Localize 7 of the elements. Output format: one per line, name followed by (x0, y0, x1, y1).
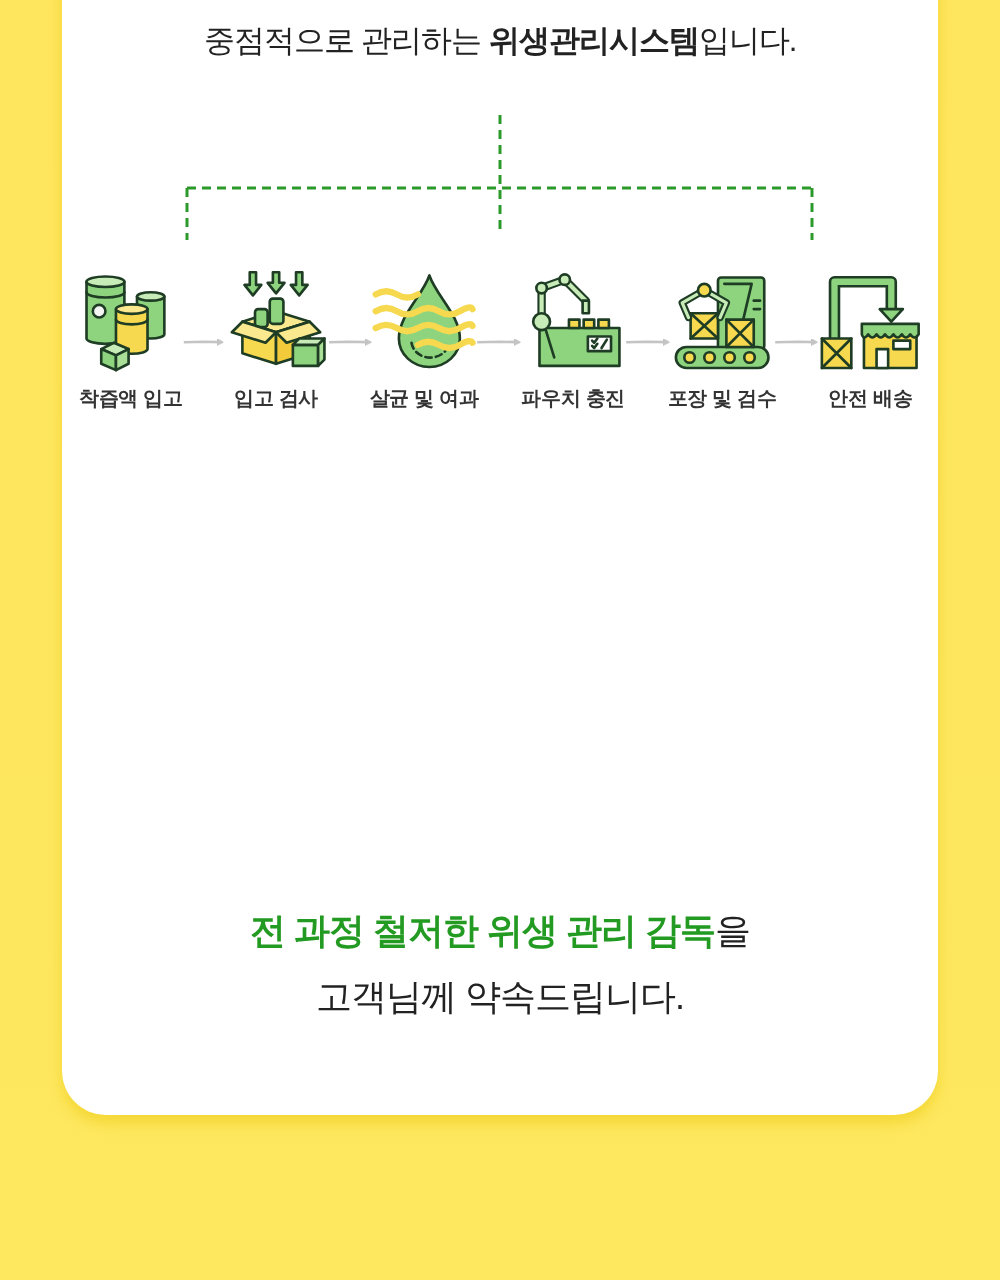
node-text: 안전 배송 (828, 386, 913, 410)
node-text: 포장 및 검수 (667, 386, 777, 410)
node-text: 파우치 충진 (521, 386, 625, 410)
description-text: 중점적으로 관리하는 위생관리시스템입니다. (203, 22, 797, 60)
node-text: 입고 검사 (234, 386, 318, 410)
closing-statement: 전 과정 철저한 위생 관리 감독을 고객님께 약속드립니다. (249, 909, 751, 1019)
node-text: 살균 및 여과 (369, 386, 479, 410)
